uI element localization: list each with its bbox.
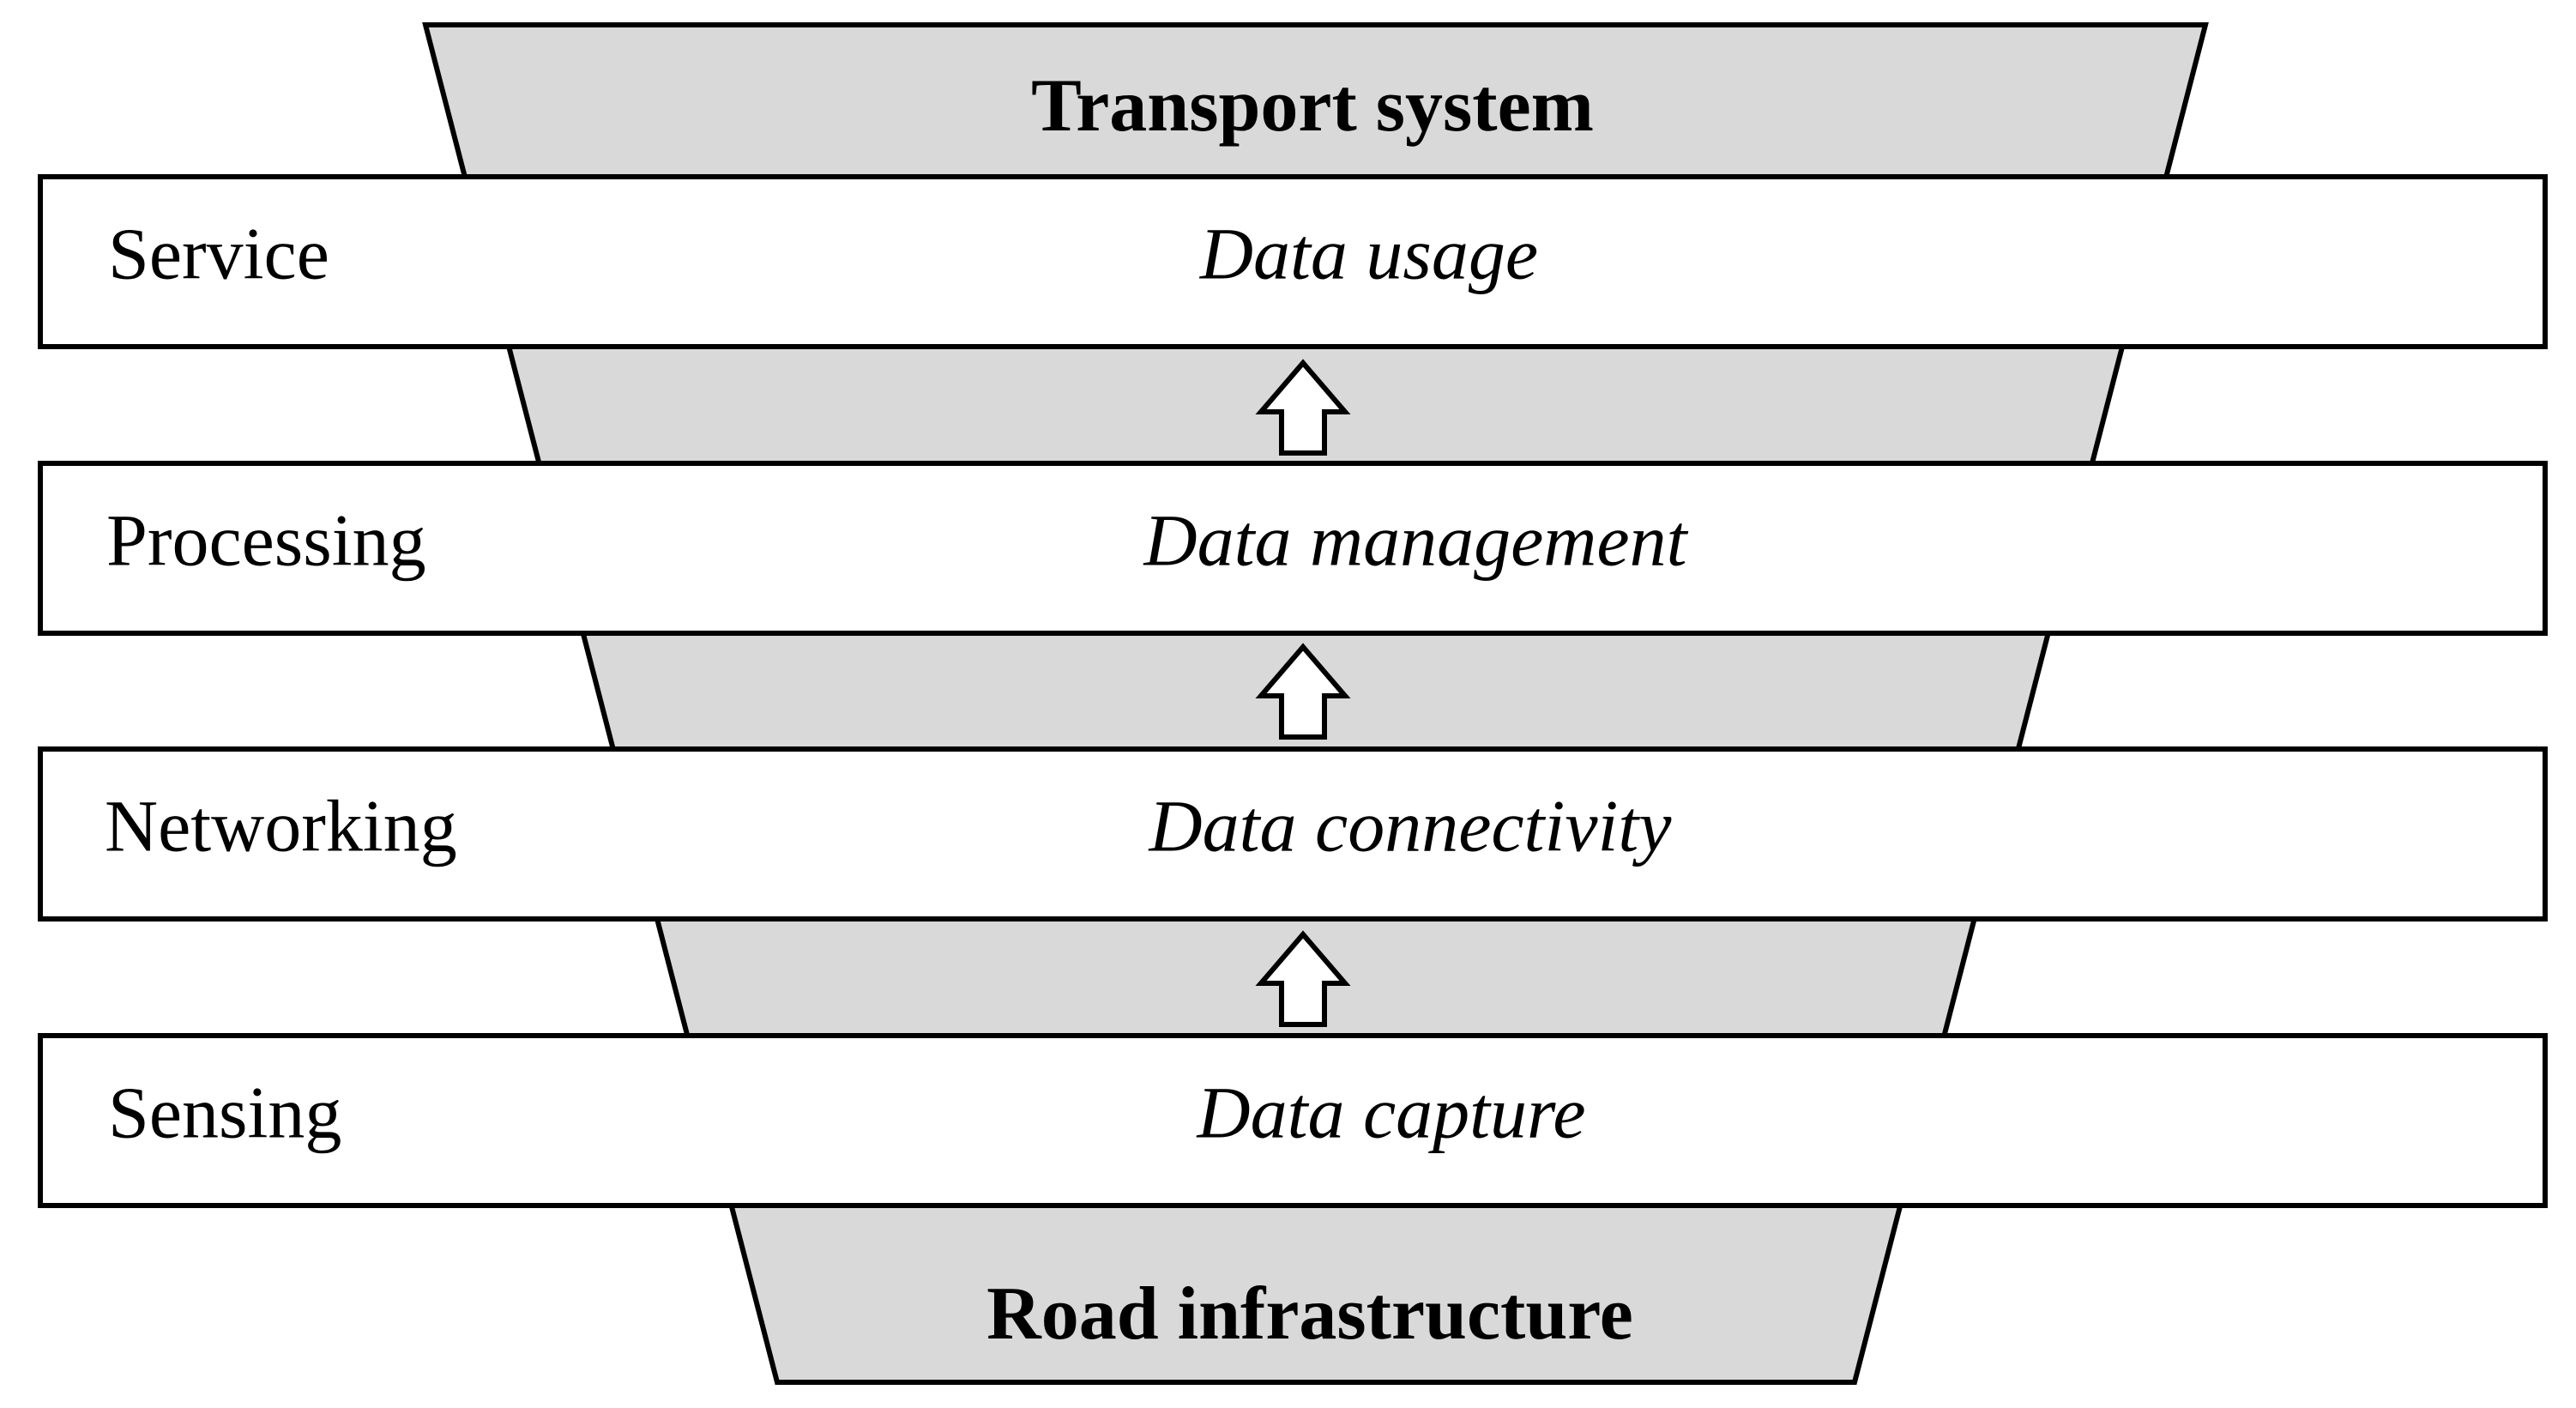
layer-function: Data management (1143, 499, 1689, 582)
layer-box (38, 746, 2548, 922)
layer-name: Networking (105, 785, 457, 867)
layer-service: Service Data usage (38, 174, 2548, 349)
up-arrow-icon (1255, 930, 1351, 1027)
layer-box (38, 174, 2548, 349)
top-label: Transport system (1031, 64, 1594, 148)
layer-function: Data capture (1196, 1072, 1585, 1154)
layer-processing: Processing Data management (38, 461, 2548, 636)
layer-networking: Networking Data connectivity (38, 746, 2548, 922)
layer-function: Data usage (1199, 213, 1538, 295)
up-arrow-icon (1255, 359, 1351, 456)
layer-box (38, 1033, 2548, 1208)
layer-name: Service (108, 213, 329, 295)
layer-name: Sensing (108, 1072, 341, 1154)
layer-box (38, 461, 2548, 636)
up-arrow-icon (1255, 643, 1351, 740)
layer-function: Data connectivity (1149, 785, 1673, 867)
layer-name: Processing (106, 499, 426, 582)
layer-sensing: Sensing Data capture (38, 1033, 2548, 1208)
bottom-label: Road infrastructure (986, 1272, 1633, 1356)
